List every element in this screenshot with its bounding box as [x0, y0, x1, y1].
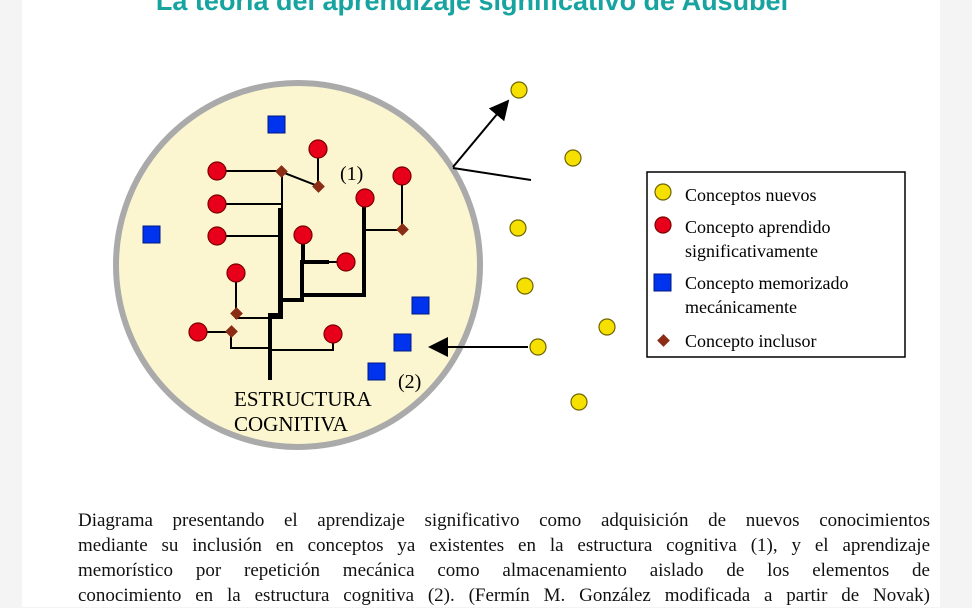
legend-item-label: significativamente: [685, 241, 818, 261]
structure-label-line1: ESTRUCTURA: [234, 387, 373, 411]
learned-concept-node: [207, 161, 227, 181]
memorized-concept-node: [142, 225, 161, 244]
learned-concept-node: [336, 252, 356, 272]
memorized-concept-node: [267, 115, 286, 134]
inclusor-concept-node: [275, 165, 288, 178]
inclusor-concept-node: [230, 307, 243, 320]
connector-line: [452, 167, 532, 181]
knowledge-tree: [197, 148, 403, 380]
memorized-concept-node: [411, 296, 430, 315]
memorized-concept-node: [367, 362, 386, 381]
new-concept-node: [570, 393, 588, 411]
learned-concept-node: [293, 225, 313, 245]
caption-line: memorístico por repetición mecánica como…: [78, 560, 930, 581]
label-2: (2): [398, 371, 421, 393]
slide-title: La teoría del aprendizaje significativo …: [155, 0, 789, 16]
new-concept-node: [509, 219, 527, 237]
legend-item-label: Concepto memorizado: [685, 273, 848, 293]
caption-line: Diagrama presentando el aprendizaje sign…: [78, 510, 930, 531]
new-concept-node: [598, 318, 616, 336]
new-concept-node: [529, 338, 547, 356]
new-concept-node: [510, 81, 528, 99]
inclusor-concept-node: [225, 325, 238, 338]
legend-yellow-circle-icon: [654, 183, 672, 201]
memorized-concept-node: [393, 333, 412, 352]
slide: La teoría del aprendizaje significativo …: [22, 0, 940, 607]
learned-concept-node: [207, 226, 227, 246]
learned-concept-node: [392, 166, 412, 186]
new-concept-node: [516, 277, 534, 295]
learning-diagram: (1) (2) ESTRUCTURA COGNITIVA Conceptos n…: [113, 80, 906, 450]
learned-concept-node: [308, 139, 328, 159]
inclusor-concept-node: [396, 223, 409, 236]
inclusor-concept-node: [312, 180, 325, 193]
learned-concept-node: [207, 194, 227, 214]
legend-box: [646, 171, 906, 358]
caption: Diagrama presentando el aprendizaje sign…: [78, 508, 930, 608]
learned-concept-node: [323, 324, 343, 344]
structure-label-line2: COGNITIVA: [234, 412, 349, 436]
cognitive-structure-circle: [113, 80, 483, 450]
caption-line: mediante su inclusión en conceptos ya ex…: [78, 535, 930, 556]
legend-item-label: Concepto inclusor: [685, 331, 816, 351]
arrow-to-new-concept: [452, 99, 510, 168]
label-1: (1): [340, 163, 363, 185]
legend-item-label: Concepto aprendido: [685, 217, 830, 237]
legend-item-label: Conceptos nuevos: [685, 185, 816, 205]
learned-concept-node: [188, 322, 208, 342]
legend: Conceptos nuevos Concepto aprendido sign…: [646, 171, 906, 358]
learned-concept-node: [226, 263, 246, 283]
new-concept-node: [564, 149, 582, 167]
legend-item-label: mecánicamente: [685, 297, 797, 317]
legend-red-circle-icon: [654, 216, 672, 234]
learned-concept-node: [355, 188, 375, 208]
legend-blue-square-icon: [653, 273, 672, 292]
caption-line: conocimiento en la estructura cognitiva …: [78, 585, 930, 606]
